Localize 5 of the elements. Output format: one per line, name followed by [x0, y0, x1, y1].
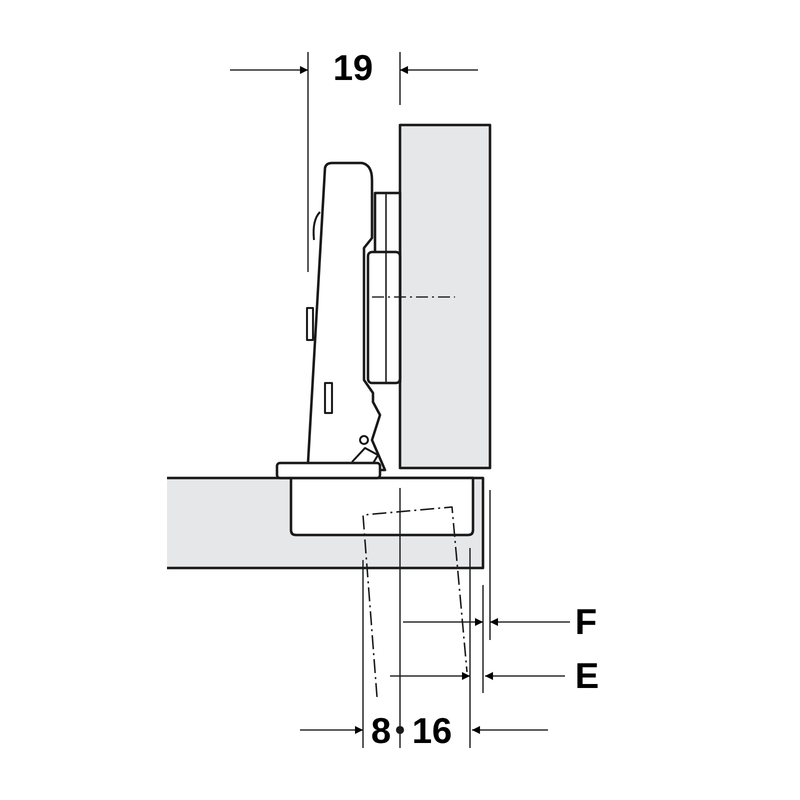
dimension-label: E: [575, 658, 599, 694]
dimension-label: 16: [412, 713, 452, 749]
dimension-label: 8: [370, 713, 392, 749]
dimension-label: F: [575, 604, 597, 640]
dimension-label: 19: [332, 50, 374, 86]
